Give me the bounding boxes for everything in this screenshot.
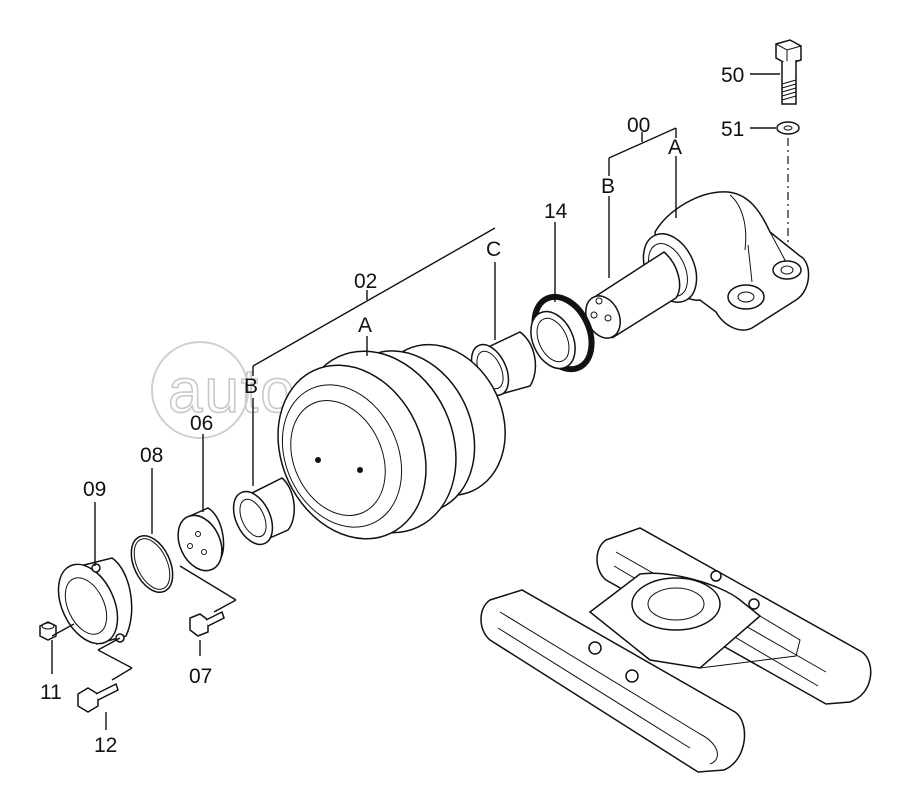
label-51: 51	[721, 118, 744, 141]
label-12: 12	[94, 734, 117, 757]
part-12-bolt	[77, 637, 133, 730]
part-07-bolt	[179, 565, 237, 656]
part-51-washer	[750, 121, 800, 262]
label-00: 00	[627, 114, 650, 137]
label-09: 09	[83, 478, 106, 501]
part-02-B-bushing	[232, 477, 295, 546]
part-06-plate	[177, 434, 225, 572]
label-02-C: C	[486, 238, 501, 261]
label-07: 07	[189, 665, 212, 688]
undercarriage-overview	[480, 527, 872, 773]
part-00-shaft-bracket	[585, 127, 810, 339]
part-08-o-ring	[130, 468, 174, 593]
leader-02	[252, 227, 496, 486]
label-02-A: A	[358, 314, 372, 337]
part-11-plug	[39, 621, 75, 674]
label-08: 08	[140, 444, 163, 467]
label-11: 11	[40, 681, 62, 704]
label-02-B: B	[244, 375, 258, 398]
part-50-bolt	[750, 39, 802, 105]
label-02: 02	[354, 270, 377, 293]
part-02-A-roller	[277, 343, 506, 540]
label-14: 14	[544, 200, 568, 223]
label-00-A: A	[668, 136, 682, 159]
label-00-B: B	[601, 175, 615, 198]
label-50: 50	[721, 64, 744, 87]
label-06: 06	[190, 412, 213, 435]
part-09-cover	[57, 502, 133, 645]
part-14-floating-seal	[530, 222, 595, 373]
